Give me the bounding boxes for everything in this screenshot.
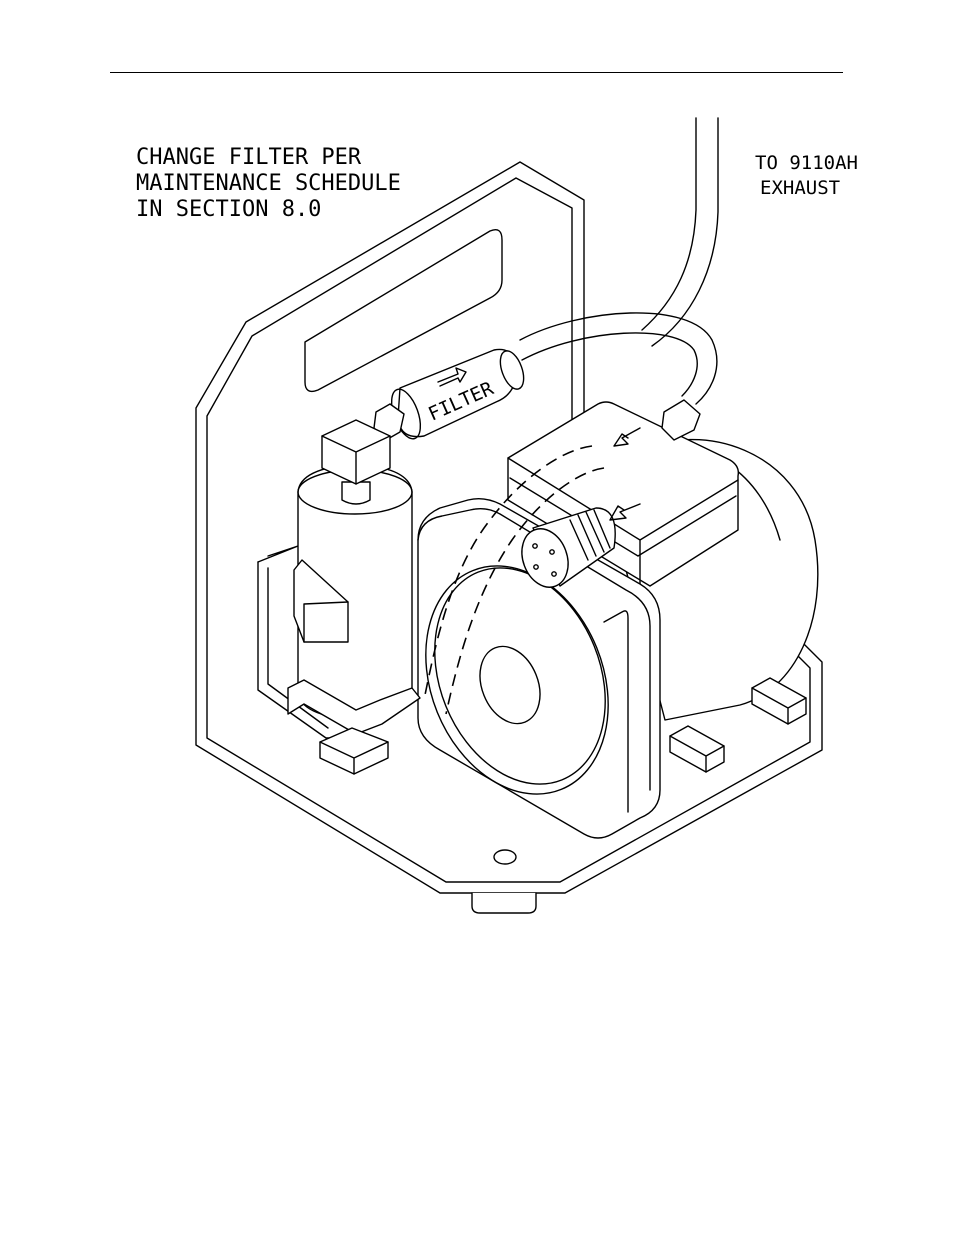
port-knob xyxy=(521,503,641,588)
exhaust-label: TO 9110AH EXHAUST xyxy=(755,152,858,199)
pump-head xyxy=(507,401,740,587)
exhaust-tube xyxy=(641,117,719,347)
exhaust-label-line-2: EXHAUST xyxy=(760,177,840,199)
hidden-tubing xyxy=(423,445,605,715)
mounting-hole xyxy=(493,849,517,865)
header-rule xyxy=(110,72,843,73)
canister-filter xyxy=(257,419,421,775)
filter-tubing xyxy=(519,312,718,441)
note-line-3: IN SECTION 8.0 xyxy=(136,197,321,222)
maintenance-note: CHANGE FILTER PER MAINTENANCE SCHEDULE I… xyxy=(136,145,401,222)
note-line-2: MAINTENANCE SCHEDULE xyxy=(136,171,401,196)
exhaust-label-line-1: TO 9110AH xyxy=(755,152,858,174)
rubber-feet xyxy=(669,677,807,773)
note-line-1: CHANGE FILTER PER xyxy=(136,145,362,170)
